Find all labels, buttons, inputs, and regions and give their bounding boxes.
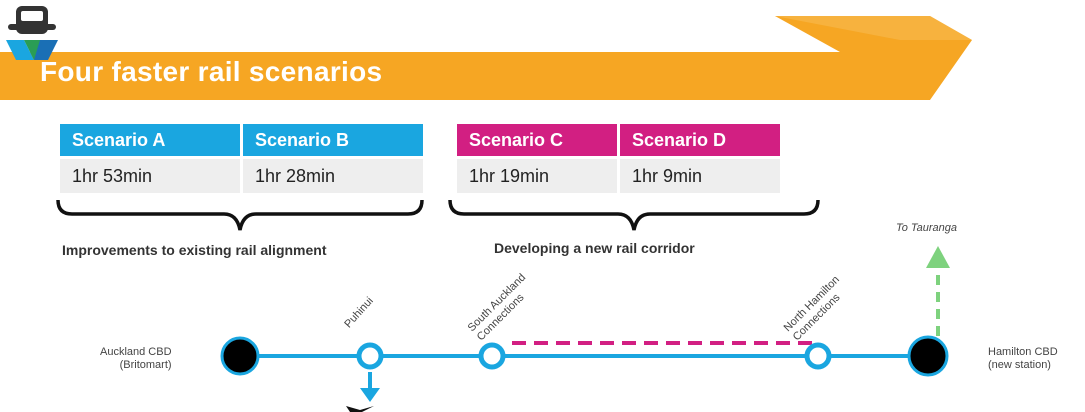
station-auckland: [220, 336, 260, 376]
label-hamilton-line1: Hamilton CBD: [988, 346, 1058, 358]
caption-new: Developing a new rail corridor: [494, 240, 695, 256]
label-auckland-line1: Auckland CBD: [100, 346, 172, 358]
label-auckland-line2: (Britomart): [119, 359, 172, 371]
scenario-b: Scenario B 1hr 28min: [243, 124, 423, 193]
title-banner: Four faster rail scenarios: [0, 0, 1085, 110]
caption-existing: Improvements to existing rail alignment: [62, 242, 327, 258]
banner-shape: [0, 16, 972, 100]
scenario-b-name: Scenario B: [243, 124, 423, 156]
train-icon: [6, 6, 58, 60]
scenario-b-time: 1hr 28min: [243, 159, 423, 193]
scenario-a: Scenario A 1hr 53min: [60, 124, 240, 193]
scenario-table-existing: Scenario A 1hr 53min Scenario B 1hr 28mi…: [60, 124, 423, 193]
puhinui-arrow-head: [360, 388, 380, 402]
scenario-a-time: 1hr 53min: [60, 159, 240, 193]
scenario-d-name: Scenario D: [620, 124, 780, 156]
label-to-tauranga: To Tauranga: [896, 222, 957, 234]
station-north-hamilton: [804, 342, 832, 370]
scenario-d-time: 1hr 9min: [620, 159, 780, 193]
label-auckland: Auckland CBD (Britomart): [100, 346, 172, 372]
brace-existing: [56, 199, 424, 231]
scenario-c-name: Scenario C: [457, 124, 617, 156]
scenario-d: Scenario D 1hr 9min: [620, 124, 780, 193]
scenario-table-new: Scenario C 1hr 19min Scenario D 1hr 9min: [457, 124, 780, 193]
brace-new: [448, 199, 820, 231]
station-south-auckland: [478, 342, 506, 370]
station-hamilton: [907, 335, 949, 377]
scenario-c-time: 1hr 19min: [457, 159, 617, 193]
label-hamilton: Hamilton CBD (new station): [988, 346, 1058, 372]
scenario-c: Scenario C 1hr 19min: [457, 124, 617, 193]
tauranga-arrow-head: [926, 246, 950, 268]
station-puhinui: [356, 342, 384, 370]
label-hamilton-line2: (new station): [988, 359, 1051, 371]
page-title: Four faster rail scenarios: [40, 56, 383, 87]
airplane-icon: [346, 406, 374, 412]
scenario-a-name: Scenario A: [60, 124, 240, 156]
